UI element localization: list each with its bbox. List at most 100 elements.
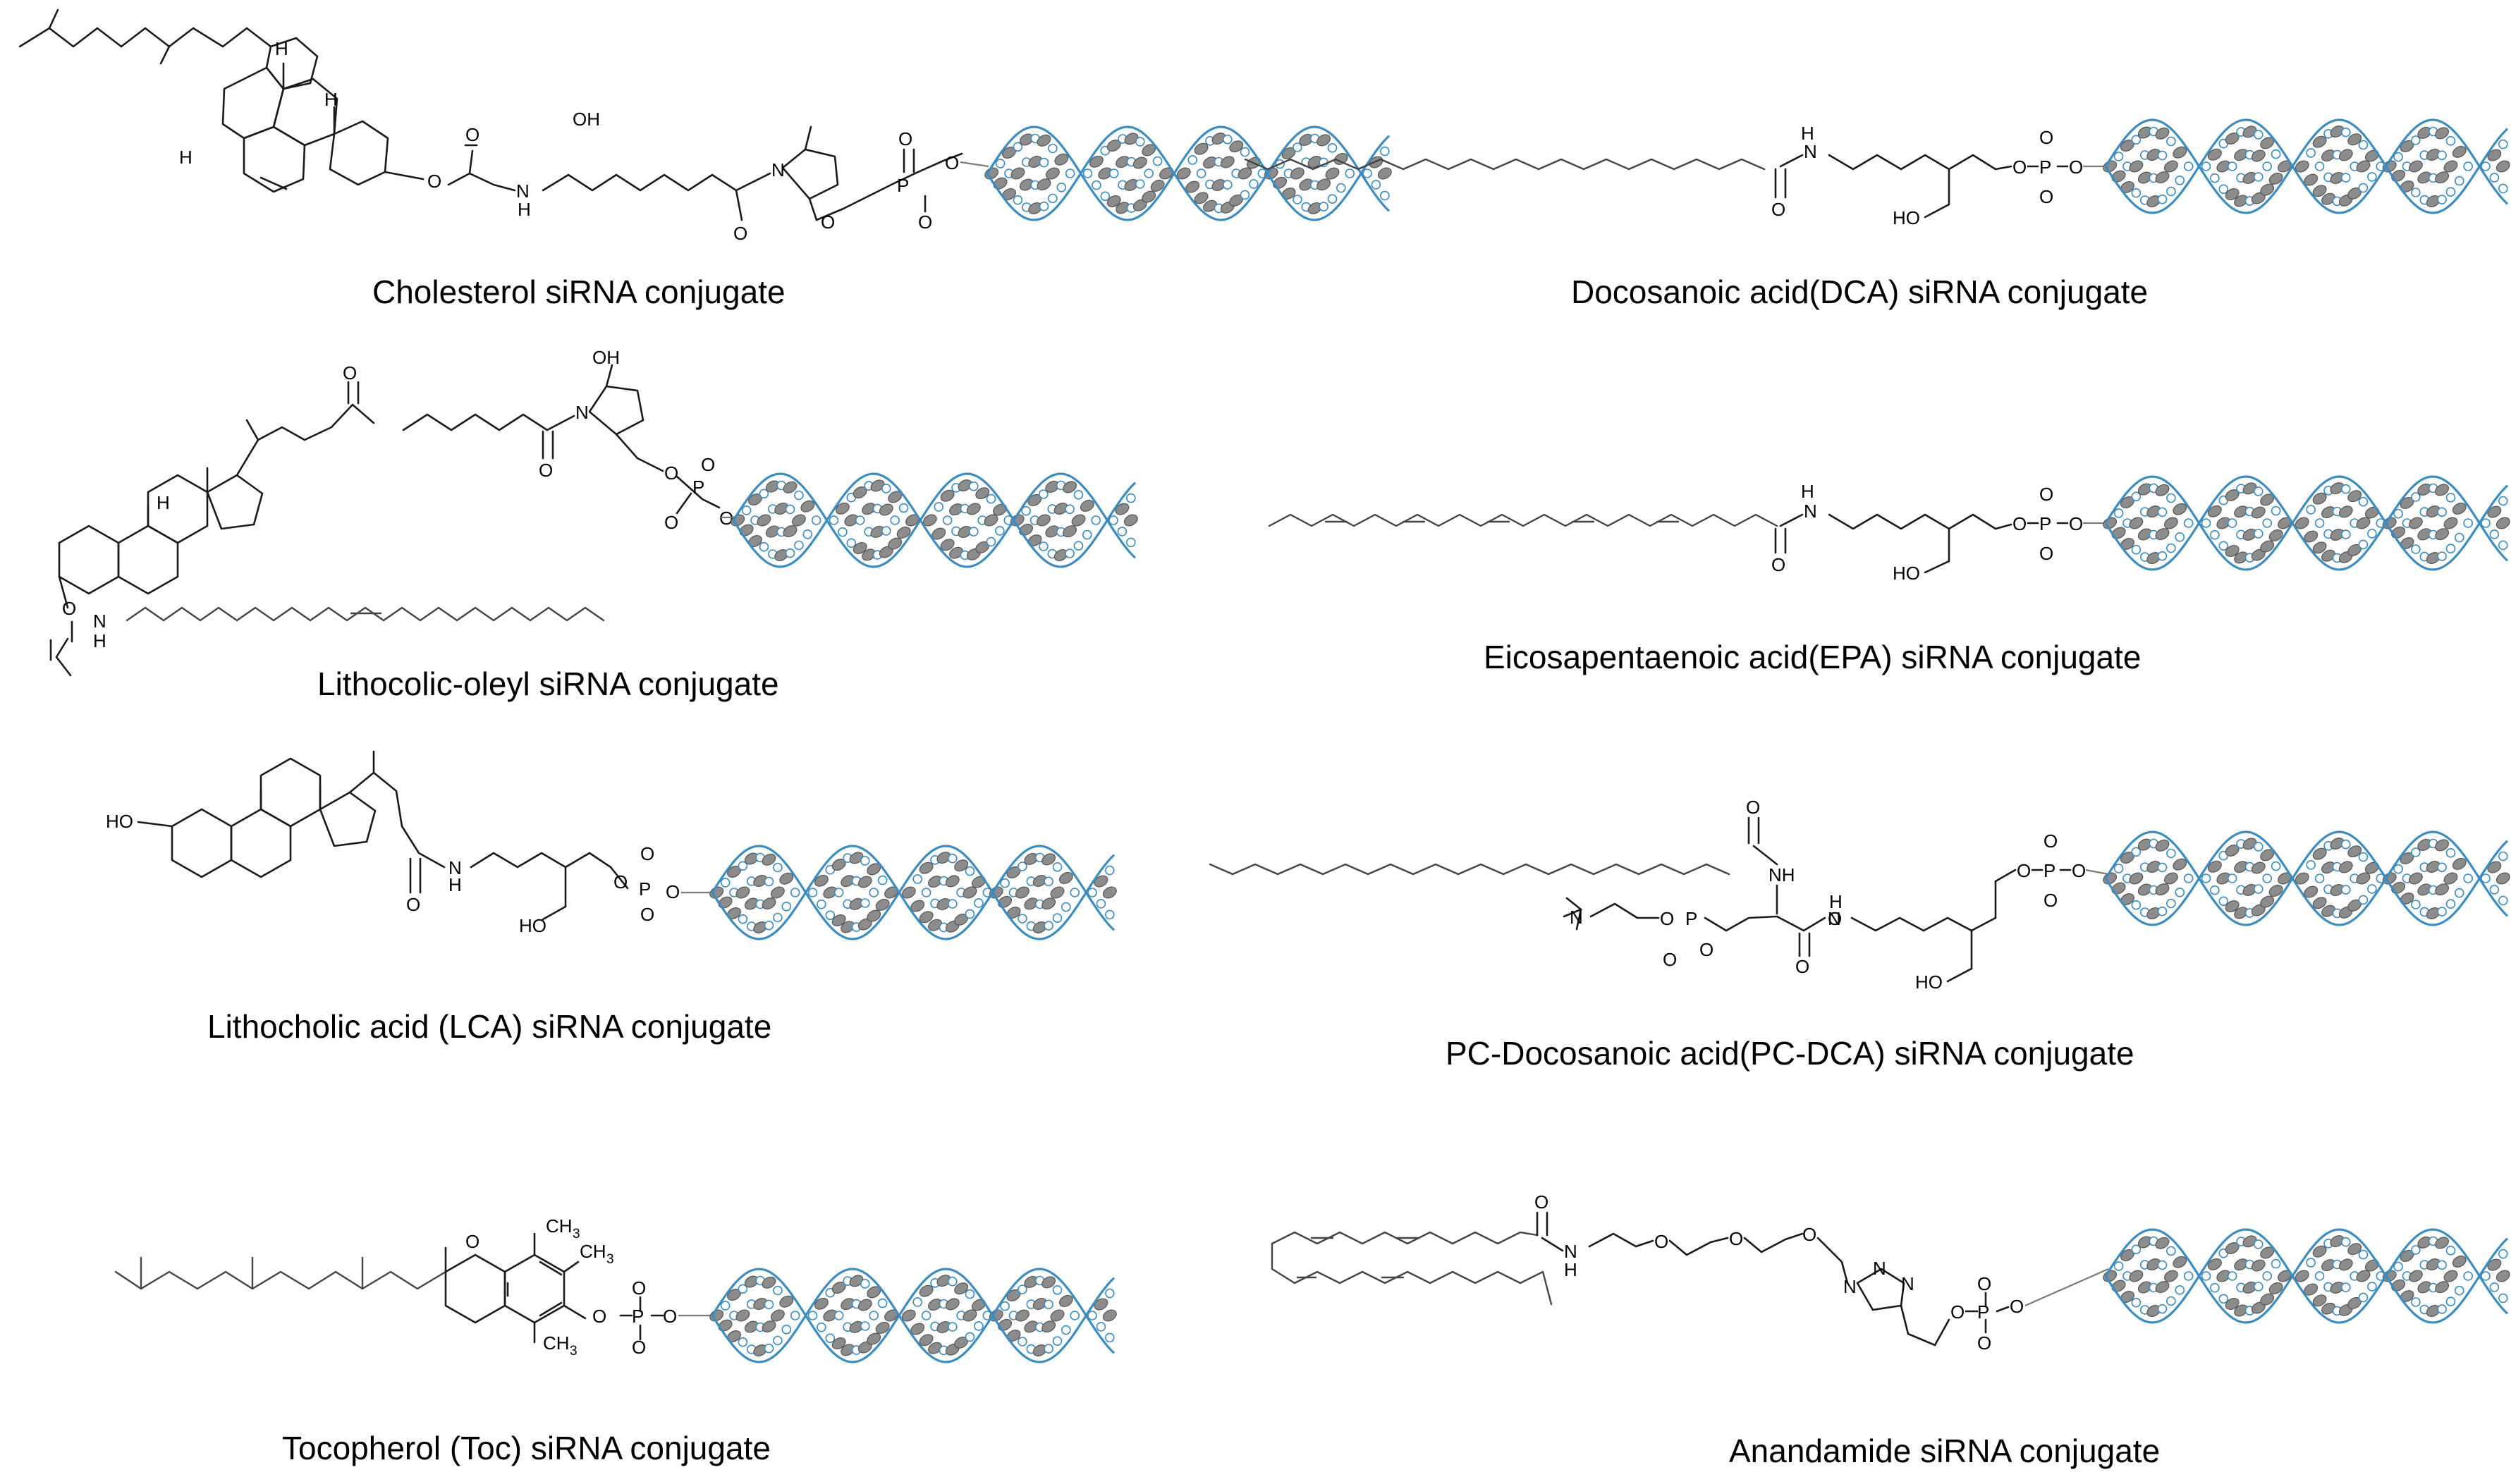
nucleotide-base: [2166, 543, 2176, 553]
nucleotide-base: [2166, 493, 2176, 503]
nucleotide-base: [2408, 872, 2423, 885]
nucleotide-base: [1371, 180, 1381, 190]
nucleotide-base: [833, 1311, 844, 1320]
nucleotide-base: [2210, 885, 2220, 895]
nucleotide-base: [2260, 183, 2275, 196]
atom-label: HO: [1893, 563, 1920, 584]
nucleotide-base: [928, 1342, 942, 1354]
sirna-duplex: [709, 1268, 1117, 1363]
nucleotide-base: [2367, 884, 2377, 894]
nucleotide-base: [2306, 148, 2316, 158]
nucleotide-base: [838, 527, 848, 537]
atom-label: O: [2039, 543, 2053, 564]
nucleotide-base: [2411, 492, 2421, 502]
nucleotide-base: [860, 898, 870, 908]
nucleotide-base: [2498, 139, 2508, 149]
molecule-structure: [1268, 513, 2012, 574]
nucleotide-base: [2358, 1249, 2369, 1260]
nucleotide-base: [1073, 541, 1084, 551]
nucleotide-base: [2227, 161, 2237, 171]
molecule-structure: [1271, 1211, 2010, 1347]
nucleotide-base: [1039, 541, 1049, 551]
nucleotide-base: [2242, 838, 2257, 850]
nucleotide-base: [860, 1279, 870, 1289]
conjugate-pc-dca: O NH N O P O O O O H N HO O P O O O PC-D…: [1209, 797, 2510, 1072]
nucleotide-base: [1015, 886, 1030, 899]
atom-label: O: [1660, 908, 1674, 929]
nucleotide-base: [1082, 529, 1092, 540]
conjugate-dca: H N O HO O P O O O Docosanoic acid(DCA) …: [1244, 118, 2510, 310]
nucleotide-base: [2131, 900, 2142, 910]
nucleotide-base: [1220, 156, 1235, 168]
nucleotide-base: [1010, 167, 1025, 180]
atom-label: O: [1729, 1228, 1743, 1249]
atom-label: HO: [1893, 207, 1920, 228]
atom-label: O: [663, 1306, 677, 1327]
sirna-duplex: [984, 125, 1392, 221]
nucleotide-base: [884, 1309, 898, 1322]
nucleotide-base: [2341, 173, 2351, 183]
nucleotide-base: [2341, 1237, 2351, 1247]
nucleotide-base: [2278, 1270, 2292, 1282]
nucleotide-base: [794, 490, 804, 501]
conjugate-caption: Tocopherol (Toc) siRNA conjugate: [282, 1430, 771, 1466]
nucleotide-base: [779, 872, 794, 885]
nucleotide-base: [790, 1311, 800, 1320]
nucleotide-base: [1126, 537, 1136, 548]
nucleotide-base: [2393, 864, 2403, 874]
nucleotide-base: [2443, 517, 2458, 529]
nucleotide-base: [2218, 896, 2229, 907]
nucleotide-base: [2225, 1298, 2240, 1310]
atom-label: CH: [543, 1332, 570, 1354]
nucleotide-base: [2201, 1271, 2211, 1281]
nucleotide-base: [2157, 507, 2168, 517]
atom-label: O: [632, 1277, 646, 1299]
atom-label: H: [448, 874, 462, 895]
nucleotide-base: [2445, 187, 2456, 197]
nucleotide-base: [857, 876, 872, 888]
nucleotide-base: [1102, 886, 1117, 899]
nucleotide-base: [1150, 179, 1165, 192]
atom-label: N: [93, 611, 106, 632]
nucleotide-base: [2338, 861, 2353, 873]
atom-label: H: [157, 492, 170, 513]
nucleotide-base: [2218, 184, 2229, 195]
nucleotide-base: [940, 539, 955, 551]
nucleotide-base: [2312, 185, 2327, 197]
atom-label: O: [1950, 1301, 1965, 1323]
nucleotide-base: [1087, 888, 1097, 897]
atom-label: O: [592, 1306, 606, 1327]
atom-label: O: [613, 871, 628, 893]
nucleotide-base: [2155, 528, 2170, 541]
nucleotide-base: [2341, 885, 2351, 895]
conjugate-caption: PC-Docosanoic acid(PC-DCA) siRNA conjuga…: [1446, 1035, 2134, 1072]
nucleotide-base: [1039, 201, 1049, 211]
conjugate-lithocolic-oleyl: O H OH N O O O P O O O N H Lithocolic-ol…: [49, 347, 1138, 702]
nucleotide-base: [2452, 145, 2467, 158]
nucleotide-base: [720, 1301, 731, 1311]
nucleotide-base: [1028, 156, 1043, 168]
nucleotide-base: [1052, 913, 1063, 923]
nucleotide-base: [2435, 171, 2450, 184]
atom-label: P: [2043, 860, 2055, 881]
nucleotide-base: [764, 1343, 774, 1354]
nucleotide-base: [1070, 1311, 1080, 1320]
atom-label: HO: [1915, 971, 1943, 993]
nucleotide-base: [2445, 1296, 2456, 1306]
atom-label: O: [664, 512, 678, 533]
nucleotide-base: [1100, 191, 1111, 202]
nucleotide-base: [2111, 170, 2126, 183]
nucleotide-base: [738, 861, 748, 871]
rna-strand: [711, 845, 1116, 940]
nucleotide-base: [1089, 155, 1104, 168]
nucleotide-base: [773, 862, 783, 873]
nucleotide-base: [1058, 871, 1073, 884]
nucleotide-base: [1037, 134, 1051, 147]
atom-label: H: [93, 630, 106, 651]
nucleotide-base: [2347, 845, 2362, 858]
nucleotide-base: [2393, 152, 2403, 162]
nucleotide-base: [1106, 195, 1121, 207]
nucleotide-base: [2210, 529, 2220, 540]
nucleotide-base: [1238, 167, 1252, 180]
nucleotide-base: [1094, 1298, 1108, 1311]
